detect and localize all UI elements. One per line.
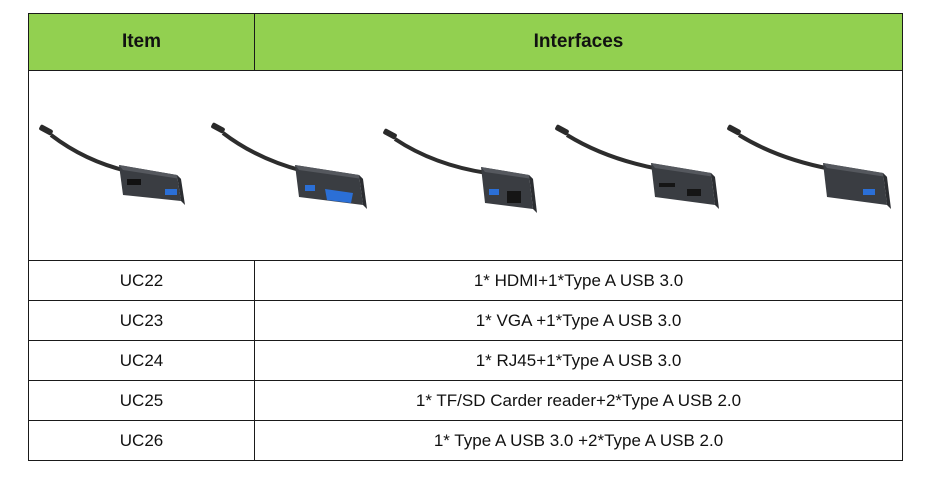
table-row: UC23 1* VGA +1*Type A USB 3.0 [28,300,903,341]
item-cell: UC23 [28,300,255,341]
interfaces-cell: 1* TF/SD Carder reader+2*Type A USB 2.0 [254,380,903,421]
interfaces-table: Item Interfaces [28,13,903,461]
table-row: UC24 1* RJ45+1*Type A USB 3.0 [28,340,903,381]
interfaces-cell: 1* RJ45+1*Type A USB 3.0 [254,340,903,381]
header-row: Item Interfaces [28,13,903,71]
item-cell: UC22 [28,260,255,301]
table-row: UC26 1* Type A USB 3.0 +2*Type A USB 2.0 [28,420,903,461]
usb-c-adapter-usb-hub-icon [723,121,898,231]
item-cell: UC26 [28,420,255,461]
header-interfaces: Interfaces [254,13,903,71]
interfaces-cell: 1* Type A USB 3.0 +2*Type A USB 2.0 [254,420,903,461]
product-image-cell [28,70,903,261]
usb-c-adapter-cardreader-usb-icon [551,121,726,231]
usb-c-adapter-hdmi-usb-icon [35,121,195,221]
table-row: UC22 1* HDMI+1*Type A USB 3.0 [28,260,903,301]
item-cell: UC24 [28,340,255,381]
product-image-row [28,70,903,261]
interfaces-cell: 1* VGA +1*Type A USB 3.0 [254,300,903,341]
item-cell: UC25 [28,380,255,421]
table-row: UC25 1* TF/SD Carder reader+2*Type A USB… [28,380,903,421]
usb-c-adapter-rj45-usb-icon [379,125,549,235]
interfaces-cell: 1* HDMI+1*Type A USB 3.0 [254,260,903,301]
usb-c-adapter-vga-usb-icon [207,119,382,229]
product-gallery [29,71,902,260]
header-item: Item [28,13,255,71]
